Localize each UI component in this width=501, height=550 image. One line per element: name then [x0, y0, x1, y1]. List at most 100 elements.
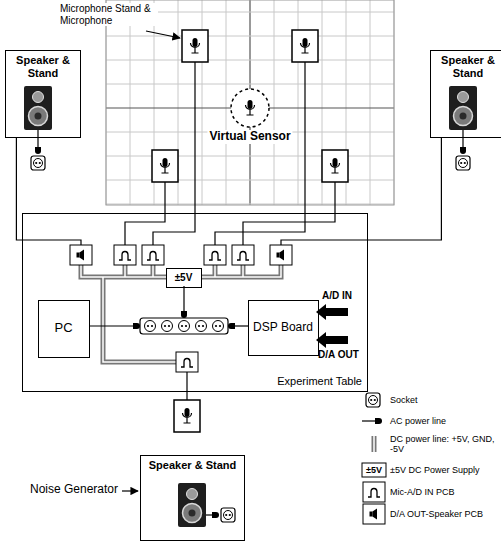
illustration [212, 512, 219, 518]
illustration [366, 393, 380, 407]
illustration [70, 245, 92, 265]
illustration [31, 156, 45, 170]
dc-power-line [373, 436, 375, 452]
power-strip [162, 321, 173, 332]
node-label: PC [54, 321, 72, 336]
leader-line [146, 31, 180, 38]
illustration [176, 352, 198, 372]
virtual-sensor-outline [229, 87, 271, 129]
illustration [114, 245, 136, 265]
illustration [363, 482, 385, 502]
ac-power-line [38, 130, 463, 515]
ac-power-line [235, 325, 248, 326]
floor-grid [106, 156, 394, 157]
power-strip [140, 318, 228, 334]
node-label: ±5V [175, 272, 193, 284]
illustration [449, 86, 477, 130]
ac-power-line [183, 286, 184, 311]
annotation-label: A/D IN [322, 290, 352, 302]
illustration [375, 418, 382, 424]
illustration [460, 147, 466, 154]
illustration [270, 245, 292, 265]
floor-grid [106, 180, 394, 181]
legend-label: D/A OUT-Speaker PCB [390, 509, 498, 519]
virtual-sensor-outline [231, 89, 269, 127]
annotation-label: Microphone Stand & Microphone [60, 3, 158, 26]
leader-line [122, 490, 138, 491]
legend-label: ±5V DC Power Supply [390, 465, 498, 475]
illustration [221, 508, 235, 522]
illustration [292, 30, 318, 62]
power-strip [196, 321, 207, 332]
illustration [456, 156, 470, 170]
signal-wire [215, 62, 305, 245]
illustration [181, 311, 187, 318]
power-supply-box: ±5V [166, 268, 202, 288]
illustration [35, 147, 41, 154]
annotation-label: Noise Generator [30, 483, 118, 497]
floor-grid [274, 0, 275, 205]
floor-grid [130, 0, 131, 205]
speaker-cable [368, 138, 441, 240]
illustration [133, 323, 140, 329]
illustration [232, 245, 254, 265]
legend-label: Socket [390, 395, 498, 405]
dc-power-line [81, 265, 281, 362]
dsp-board: DSP Board [248, 300, 319, 356]
dc-power-line [81, 265, 374, 452]
ac-power-line [90, 325, 133, 326]
illustration [228, 323, 235, 329]
signal-wire [153, 62, 195, 245]
floor-grid [106, 36, 394, 37]
floor-grid [370, 0, 371, 205]
legend-sample-label: ±5V [362, 463, 386, 477]
ac-power-line [362, 420, 375, 421]
illustration [363, 504, 385, 524]
legend-label: DC power line: +5V, GND, -5V [390, 434, 498, 455]
illustration [142, 245, 164, 265]
signal-arrow [316, 332, 348, 348]
ac-power-line [37, 130, 38, 147]
illustration [182, 30, 208, 62]
signal-wire [22, 62, 368, 400]
dc-power-line [372, 436, 377, 452]
power-strip [179, 321, 190, 332]
ac-power-line [462, 130, 463, 147]
signal-wire [186, 372, 187, 400]
pc-box: PC [38, 300, 90, 358]
virtual-sensor-ground [231, 89, 269, 127]
illustration [174, 400, 200, 432]
speaker-box: Speaker & Stand [430, 50, 501, 138]
floor-grid [106, 204, 394, 205]
illustration [24, 86, 52, 130]
node-label: Virtual Sensor [207, 130, 292, 144]
node-label: Speaker & Stand [431, 54, 501, 79]
node-label: Speaker & Stand [149, 459, 236, 472]
signal-arrow [316, 304, 348, 320]
illustration [152, 150, 178, 182]
legend-label: AC power line [390, 416, 498, 426]
signal-wire [22, 240, 81, 245]
illustration [246, 100, 255, 115]
power-strip [213, 321, 224, 332]
dc-power-line [81, 265, 281, 362]
floor-grid [106, 0, 394, 205]
experiment-table: Experiment Table±5VPCDSP Board [22, 213, 368, 392]
speaker-box: Speaker & Stand [140, 455, 245, 541]
illustration [178, 483, 206, 527]
power-strip [145, 321, 156, 332]
illustration [204, 245, 226, 265]
node-label: Speaker & Stand [6, 54, 80, 79]
floor-grid [106, 0, 394, 205]
speaker-box: Speaker & Stand [5, 50, 81, 138]
annotation-label: D/A OUT [318, 349, 359, 361]
illustration [322, 150, 348, 182]
ac-power-line [206, 514, 212, 515]
legend-label: Mic-A/D IN PCB [390, 487, 498, 497]
legend-power-box [362, 463, 386, 477]
node-label: DSP Board [253, 321, 313, 335]
floor-grid [106, 60, 394, 61]
floor-grid [106, 84, 394, 85]
